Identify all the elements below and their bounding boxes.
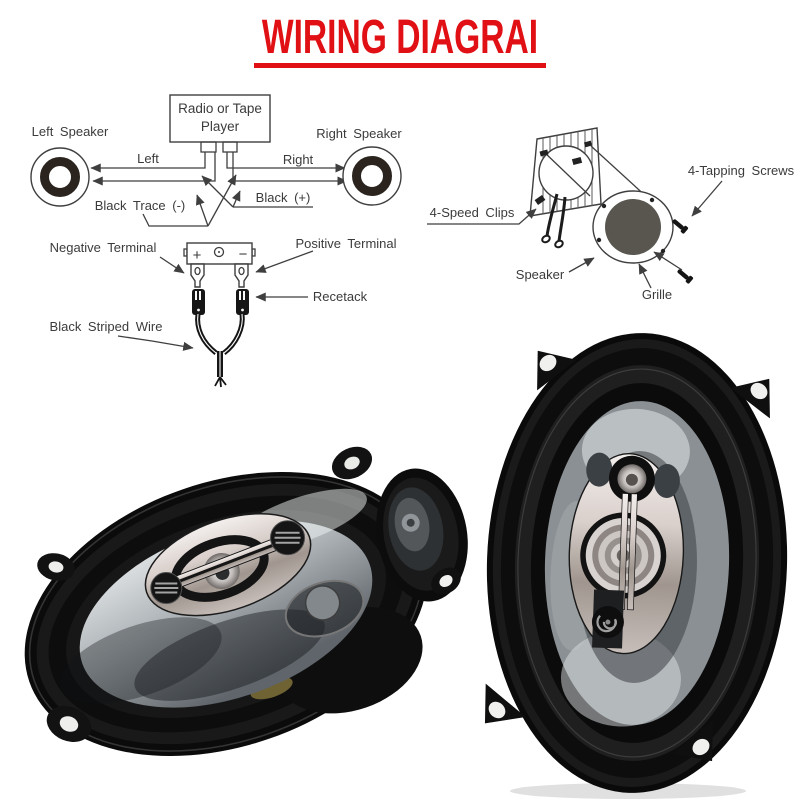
left-speaker-grille-upper xyxy=(270,520,306,556)
speed-clips xyxy=(534,140,593,206)
grille-symbol xyxy=(592,190,674,264)
label-speed-clips: 4-Speed Clips xyxy=(430,205,515,220)
label-recetack: Recetack xyxy=(313,289,368,304)
title-underline xyxy=(254,63,546,68)
label-left-speaker: Left Speaker xyxy=(32,124,109,139)
left-speaker-rear-tweeter xyxy=(304,585,341,621)
mounting-arrows xyxy=(427,180,723,289)
wiring-diagram: Radio or Tape Player Left Speaker Righ xyxy=(30,94,402,388)
screw-axis-line-2 xyxy=(653,251,683,271)
right-speaker-ear-top-right xyxy=(730,378,770,419)
left-speaker-symbol xyxy=(30,147,90,207)
label-black-positive: Black (+) xyxy=(256,190,311,205)
striped-wire xyxy=(192,289,249,388)
page-title: WIRING DIAGRAI xyxy=(261,11,539,64)
label-right-wire: Right xyxy=(283,152,314,167)
left-speaker-grille-lower xyxy=(150,572,183,605)
left-speaker-chrome-plate xyxy=(144,512,312,617)
left-speaker-tab-left xyxy=(37,553,75,581)
right-speaker-chrome-plate xyxy=(568,452,685,655)
right-speaker-swirl-grille xyxy=(591,606,624,639)
small-speaker-tab xyxy=(431,567,461,595)
right-speaker-symbol xyxy=(342,146,402,206)
left-speaker-tab-top xyxy=(331,446,373,480)
polarity-arrows xyxy=(142,174,313,227)
tapping-screw-1 xyxy=(672,219,689,234)
label-tapping-screws: 4-Tapping Screws xyxy=(688,163,795,178)
small-speaker-photo xyxy=(376,468,468,602)
label-left-wire: Left xyxy=(137,151,159,166)
label-black-striped-wire: Black Striped Wire xyxy=(50,319,163,334)
terminal-arrows xyxy=(117,250,314,351)
tapping-screw-2 xyxy=(677,269,694,284)
label-grille: Grille xyxy=(642,287,672,302)
terminal-minus-sign: − xyxy=(239,246,248,263)
speaker-photo-right xyxy=(484,333,788,799)
label-black-trace-negative: Black Trace (-) xyxy=(95,198,186,213)
terminal-plus-sign: + xyxy=(193,247,202,264)
speaker-photo-left xyxy=(24,446,428,756)
door-panel xyxy=(529,127,602,217)
label-right-speaker: Right Speaker xyxy=(316,126,402,141)
right-speaker-bar-2 xyxy=(627,493,638,611)
right-speaker-ear-top-left xyxy=(537,350,577,391)
label-speaker: Speaker xyxy=(516,267,565,282)
label-positive-terminal: Positive Terminal xyxy=(295,236,396,251)
terminal-block: + − xyxy=(183,242,256,288)
mounting-diagram: 4-Tapping Screws 4-Speed Clips Speaker G… xyxy=(427,127,795,302)
radio-box-label-line2: Player xyxy=(201,119,240,134)
label-negative-terminal: Negative Terminal xyxy=(50,240,157,255)
speaker-pigtail-wires xyxy=(541,193,567,249)
right-speaker-ear-bottom-left xyxy=(484,683,526,724)
radio-box: Radio or Tape Player xyxy=(169,94,271,153)
right-speaker-ear-bottom-right xyxy=(673,719,713,762)
radio-box-label-line1: Radio or Tape xyxy=(178,101,262,116)
left-speaker-tab-bottom xyxy=(46,706,92,742)
